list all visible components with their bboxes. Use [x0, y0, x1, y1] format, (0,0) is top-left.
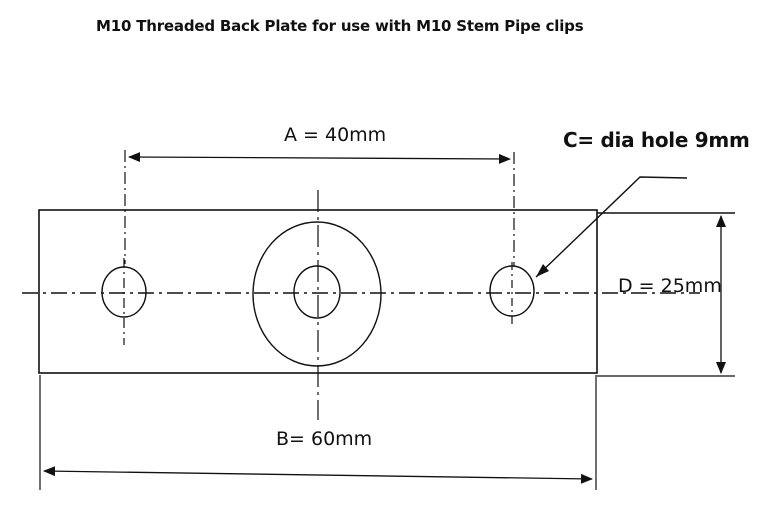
drawing-title: M10 Threaded Back Plate for use with M10… [96, 17, 584, 35]
dimension-a-line [128, 152, 511, 164]
centre-boss-outer [252, 221, 382, 367]
dimension-a-label: A = 40mm [284, 124, 387, 146]
leader-hole-c [535, 176, 688, 278]
leader-arrowhead [536, 264, 549, 277]
right-hole [489, 265, 535, 317]
dimension-b-line [43, 466, 593, 484]
dimension-d-label: D = 25mm [618, 275, 722, 297]
centre-threaded-hole [293, 265, 341, 319]
dimension-c-label: C= dia hole 9mm [563, 128, 750, 152]
dimension-b-label: B= 60mm [276, 428, 373, 450]
